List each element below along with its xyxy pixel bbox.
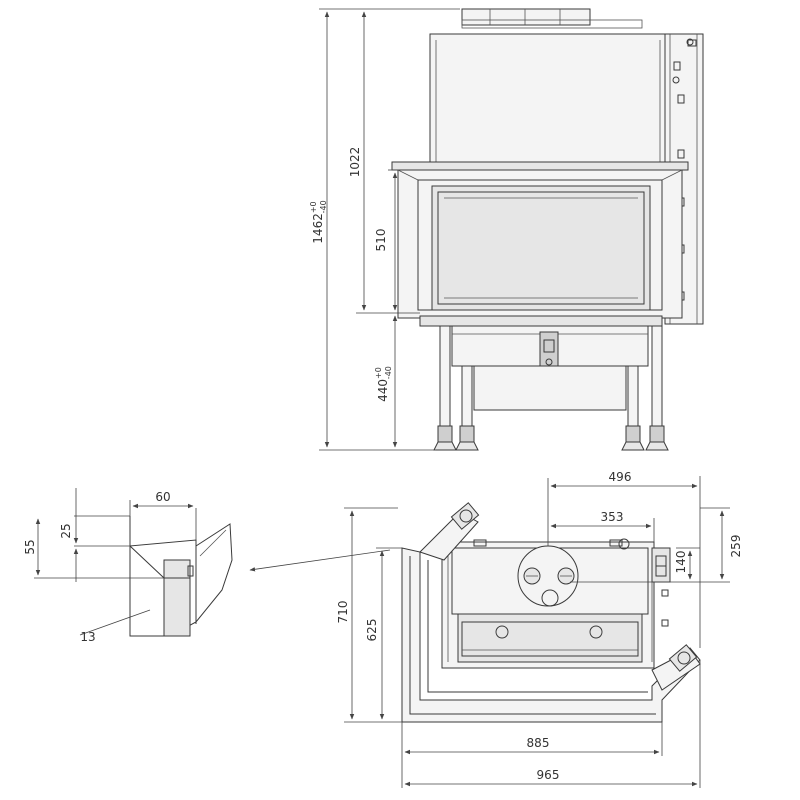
top-view: 710 625 885 965 496 353 259 140 xyxy=(336,470,743,788)
base-box xyxy=(473,365,627,411)
inner-width-label: 885 xyxy=(527,736,550,750)
top-ledge xyxy=(391,161,689,171)
upper-housing xyxy=(429,33,666,163)
bottom-plinth xyxy=(419,315,663,327)
leg-height-label: 440+0-40 xyxy=(374,366,393,402)
front-view: 1462+0-40 1022 510 440+0-40 xyxy=(309,8,704,451)
outer-depth-label: 710 xyxy=(336,601,350,624)
flue-outlet xyxy=(517,545,579,607)
upper-height-label: 1022 xyxy=(348,147,362,178)
air-regulator xyxy=(539,331,559,369)
inner-depth-label: 625 xyxy=(365,619,379,642)
flue-center-x-label: 353 xyxy=(601,510,624,524)
outer-width-label: 965 xyxy=(537,768,560,782)
detail-depth-large-label: 55 xyxy=(23,539,37,554)
legs xyxy=(433,325,669,451)
callout-13: 13 xyxy=(80,630,95,644)
air-inlet-left xyxy=(419,502,480,561)
total-height-label: 1462+0-40 xyxy=(309,200,328,243)
flue-offset-y-label: 259 xyxy=(729,535,743,558)
flue-connector xyxy=(461,8,591,26)
flue-offset-x-label: 496 xyxy=(609,470,632,484)
detail-view: 60 25 55 13 xyxy=(23,488,391,644)
outer-frame-plan xyxy=(401,547,701,723)
detail-depth-small-label: 25 xyxy=(59,523,73,538)
window-height-label: 510 xyxy=(374,229,388,252)
detail-width-label: 60 xyxy=(155,490,170,504)
flue-center-y-label: 140 xyxy=(674,551,688,574)
glass-door xyxy=(431,185,651,311)
